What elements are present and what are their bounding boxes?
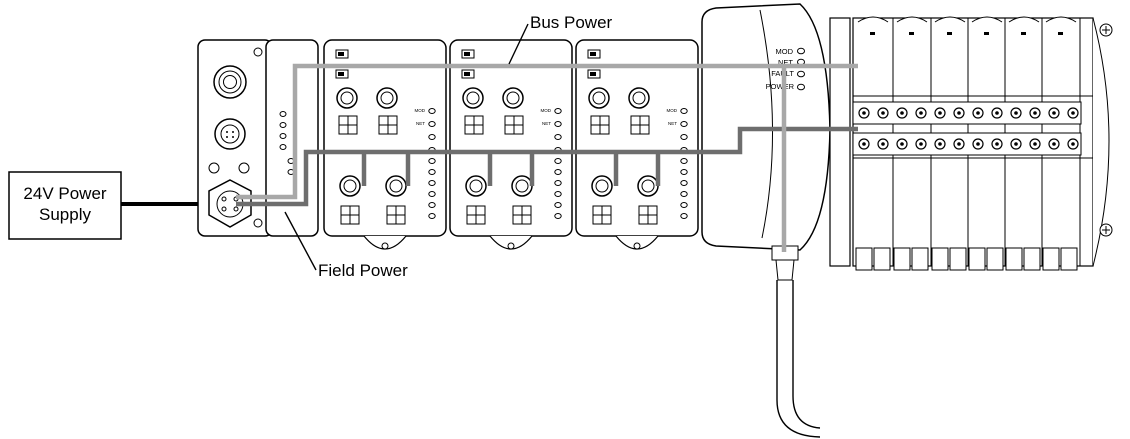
connector-icon [215, 119, 245, 149]
power-supply-label-line1: 24V Power [23, 184, 106, 203]
led-label-net: NET [416, 121, 425, 126]
io-module-2: MOD NET [450, 40, 572, 249]
valve-manifold [830, 17, 1112, 270]
io-module-3: MOD NET [576, 40, 698, 249]
mounting-screw [1100, 224, 1112, 236]
connector-icon [214, 66, 246, 98]
cable-icon [777, 280, 820, 437]
network-module: MOD NET FAULT POWER [702, 4, 830, 280]
adapter-module [198, 40, 318, 236]
power-supply-box: 24V Power Supply [9, 172, 121, 239]
mounting-screw [1100, 24, 1112, 36]
rotary-switch [209, 163, 219, 173]
rotary-switch [239, 163, 249, 173]
led-label-net: NET [542, 121, 551, 126]
io-module-1: MOD NET [324, 40, 446, 249]
bus-power-label: Bus Power [530, 13, 613, 32]
led-label-mod: MOD [541, 108, 552, 113]
led-label-mod: MOD [667, 108, 678, 113]
led-label-mod: MOD [415, 108, 426, 113]
status-label-mod: MOD [776, 47, 794, 56]
led-label-net: NET [668, 121, 677, 126]
power-supply-label-line2: Supply [39, 205, 91, 224]
status-label-power: POWER [766, 82, 795, 91]
field-power-label: Field Power [318, 261, 408, 280]
